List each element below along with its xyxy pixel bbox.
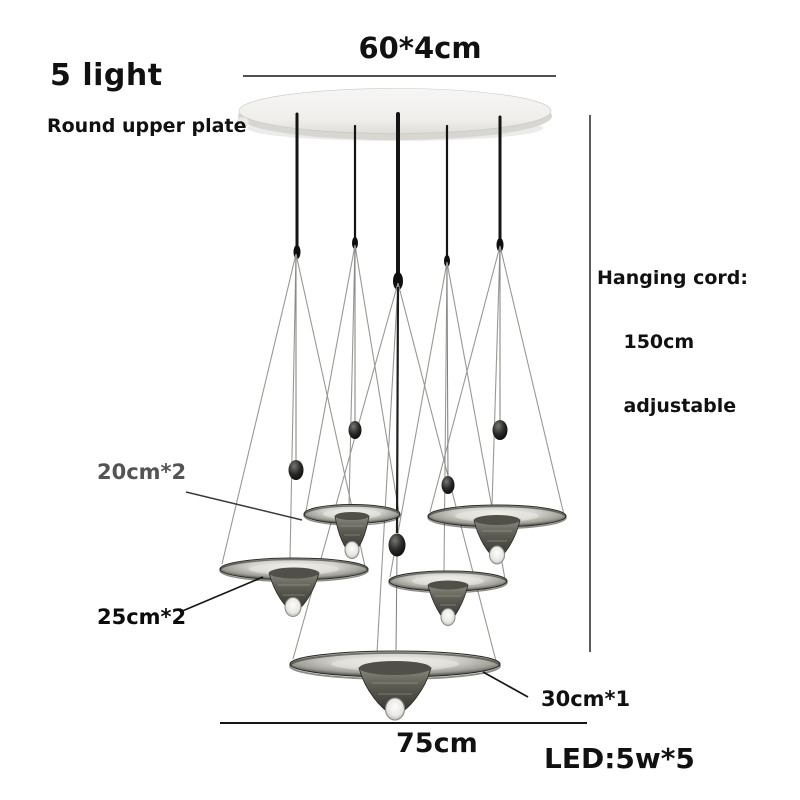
- suspension-wires: [221, 244, 565, 662]
- lamp-disc-small-2: [388, 570, 508, 626]
- dimension-lines: [179, 75, 591, 724]
- product-title: 5 light: [50, 58, 163, 93]
- glass-drop: [344, 541, 360, 559]
- counterweight: [288, 460, 304, 480]
- counterweight-wire: [395, 555, 398, 651]
- counterweight-wire: [446, 265, 449, 478]
- cord-connector: [444, 255, 450, 267]
- cord-connector: [393, 272, 403, 290]
- funnel-collar: [428, 580, 468, 590]
- funnel-collar: [359, 661, 431, 675]
- lamp-disc-medium-1: [427, 504, 567, 565]
- cord-connectors: [293, 237, 504, 290]
- suspension-wire: [389, 261, 448, 578]
- ceiling-plate: [236, 88, 552, 141]
- cord-connector: [352, 237, 358, 249]
- suspension-wire: [376, 282, 399, 654]
- funnel-collar: [474, 515, 520, 525]
- funnel-collar: [335, 512, 369, 520]
- large-disc-dimension-label: 30cm*1: [541, 687, 631, 711]
- cord-connector: [496, 238, 504, 252]
- small-disc-leader-line: [185, 491, 303, 521]
- hanging-cord-line1: Hanging cord:: [597, 267, 748, 289]
- center-cord-lower: [395, 286, 400, 534]
- lamp-disc-medium-2: [219, 557, 369, 617]
- glass-drop: [440, 608, 456, 626]
- counterweight-center: [388, 533, 406, 557]
- led-power-label: LED:5w*5: [544, 742, 695, 775]
- lamp-disc-small-1: [303, 504, 401, 559]
- plate-type-label: Round upper plate: [47, 115, 247, 137]
- counterweight: [492, 420, 508, 440]
- glass-drop: [284, 597, 302, 617]
- suspension-wire: [348, 244, 356, 507]
- suspension-wire: [491, 245, 501, 507]
- hanging-cord-line2: 150cm: [623, 331, 695, 353]
- plate-side-lip: [236, 116, 250, 128]
- counterweight: [348, 421, 362, 439]
- hanging-cord-label: Hanging cord: 150cm adjustable: [597, 262, 748, 422]
- suspension-wire: [499, 245, 565, 516]
- glass-drop: [384, 697, 406, 721]
- funnel-collar: [269, 567, 319, 579]
- plate-dimension-label: 60*4cm: [358, 31, 482, 65]
- suspension-wire: [429, 245, 501, 513]
- medium-disc-dimension-label: 25cm*2: [97, 605, 187, 629]
- glass-drop: [489, 545, 505, 565]
- suspension-wire: [289, 253, 297, 560]
- suspension-wire: [397, 282, 497, 662]
- hanging-cord-line3: adjustable: [623, 395, 737, 417]
- pendant-cords: [295, 112, 502, 278]
- suspension-wire: [292, 282, 399, 660]
- overall-width-label: 75cm: [396, 728, 478, 759]
- medium-disc-leader-line: [179, 576, 264, 613]
- suspension-wire: [354, 244, 400, 514]
- large-disc-leader-line: [482, 671, 529, 698]
- counterweights: [288, 420, 508, 557]
- plate-top-surface: [238, 88, 552, 134]
- suspension-wire: [305, 244, 356, 512]
- lamp-disc-large: [289, 650, 501, 721]
- counterweight: [441, 476, 455, 494]
- suspension-wire: [221, 253, 297, 565]
- counterweight-wires: [295, 249, 501, 651]
- small-disc-dimension-label: 20cm*2: [97, 460, 187, 484]
